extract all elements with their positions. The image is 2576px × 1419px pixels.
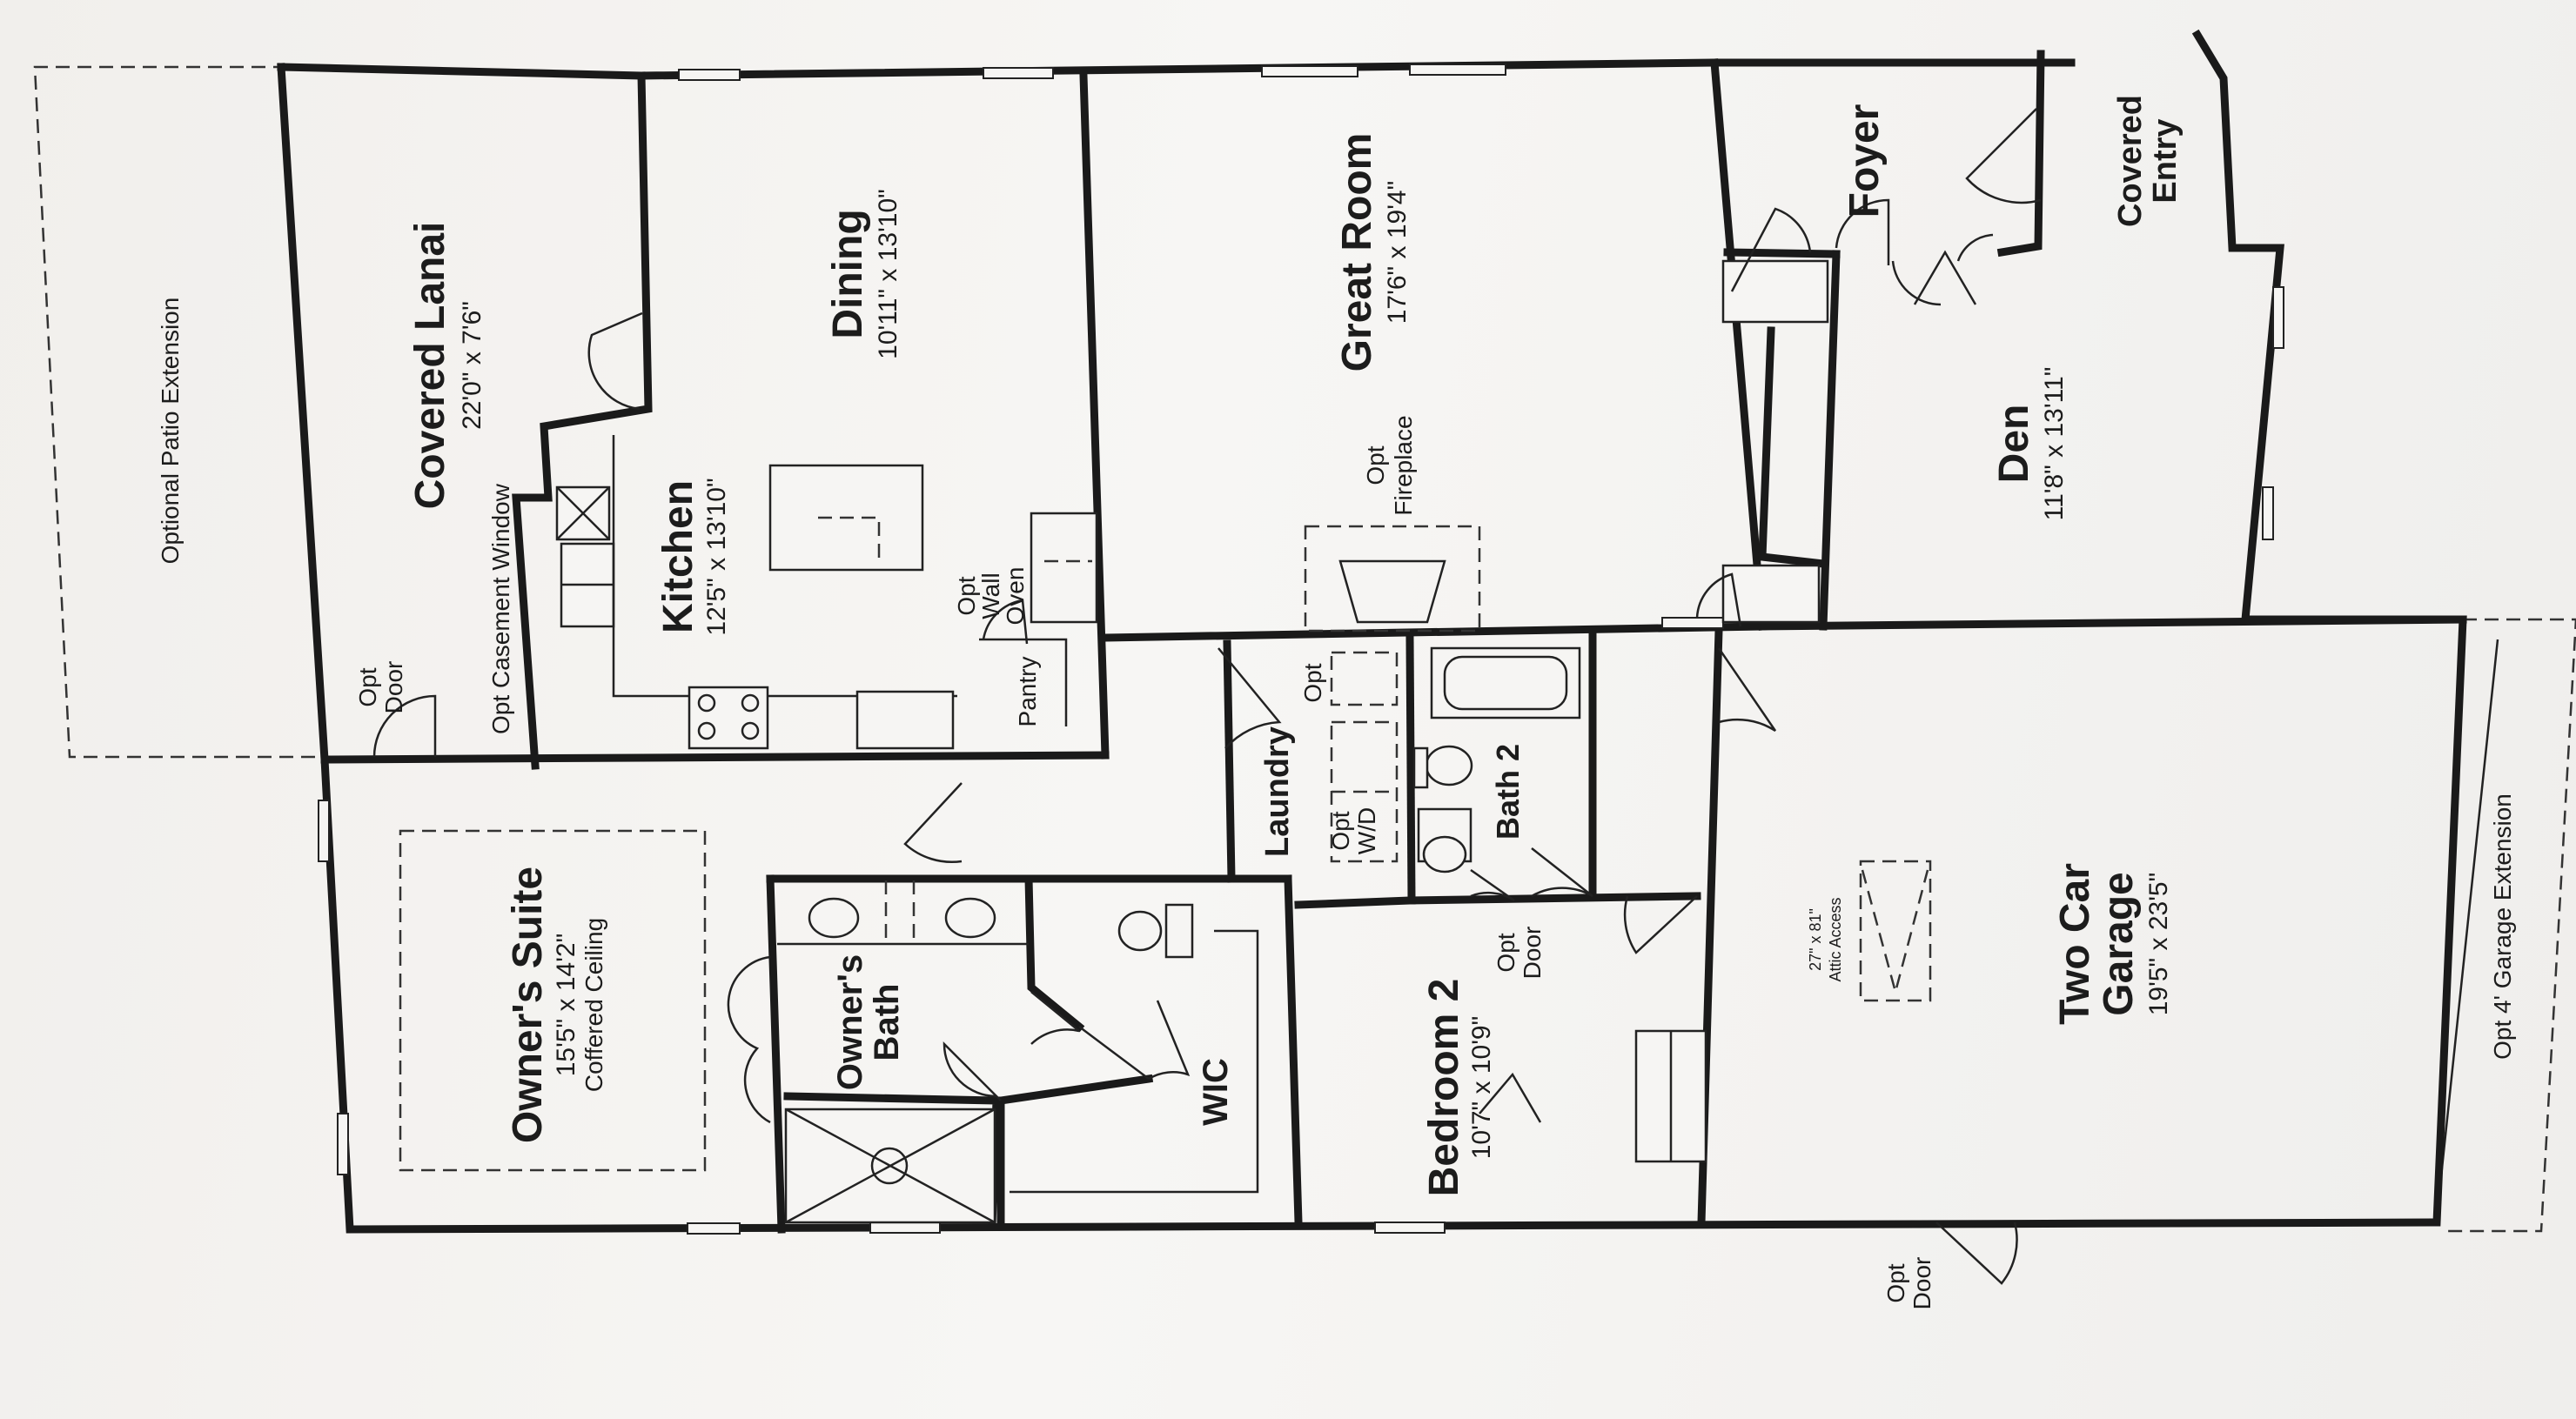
fireplace-outline (1304, 525, 1481, 633)
owners-toilet (1117, 910, 1163, 952)
laundry-opt-label: Opt (1299, 663, 1326, 702)
laundry-sink-outline (1330, 651, 1399, 706)
coffered-ceiling-outline (399, 829, 707, 1172)
fireplace-label-1: Opt (1362, 445, 1389, 485)
attic-access-label-2: Attic Access (1827, 897, 1844, 981)
optional-patio-label: Optional Patio Extension (157, 298, 184, 565)
garage-label-1: Two Car (2052, 863, 2098, 1025)
wic-label: WIC (1197, 1058, 1235, 1126)
attic-access-outline (1859, 860, 1932, 1002)
kitchen-label: Kitchen (655, 480, 701, 633)
washer-dryer-label-2: W/D (1353, 807, 1380, 854)
garage-dim: 19'5" x 23'5" (2144, 873, 2173, 1016)
owners-suite-dim: 15'5" x 14'2" (552, 934, 580, 1077)
washer-dryer-label-1: Opt (1327, 811, 1354, 850)
coffered-ceiling-label: Coffered Ceiling (580, 918, 607, 1092)
dining-dim: 10'11" x 13'10" (874, 189, 902, 359)
owners-bath-sink-1 (808, 897, 860, 939)
den-label: Den (1991, 405, 2037, 484)
interior-walls (320, 50, 2467, 1234)
foyer-closet (1721, 259, 1829, 324)
great-room-label: Great Room (1334, 133, 1380, 372)
covered-lanai-dim: 22'0" x 7'6" (458, 301, 486, 430)
wall-oven (1030, 512, 1098, 624)
windows (318, 64, 2284, 1235)
covered-entry-label-1: Covered (2112, 95, 2149, 227)
wall-oven-label-3: Oven (1002, 567, 1029, 626)
owners-suite-label: Owner's Suite (505, 867, 551, 1143)
optional-patio-extension-outline (33, 65, 331, 759)
garage-door-label-1: Opt (1882, 1263, 1909, 1302)
room-labels: Optional Patio Extension Covered Lanai 2… (157, 95, 2516, 1309)
bath2-sink (1422, 835, 1467, 873)
great-room-dim: 17'6" x 19'4" (1383, 181, 1412, 325)
garage-extension-label: Opt 4' Garage Extension (2489, 793, 2516, 1060)
lanai-door-label-1: Opt (354, 667, 381, 706)
wall-oven-label-1: Opt (953, 576, 980, 615)
bedroom2-door-label-1: Opt (1493, 933, 1519, 972)
den-dim: 11'8" x 13'11" (2040, 367, 2069, 521)
laundry-label: Laundry (1259, 726, 1296, 857)
owners-bath-label-2: Bath (868, 984, 906, 1061)
casement-window-label: Opt Casement Window (487, 483, 514, 734)
pantry-label: Pantry (1014, 657, 1041, 727)
lanai-door-label-2: Door (380, 661, 407, 714)
bedroom2-dim: 10'7" x 10'9" (1467, 1016, 1496, 1160)
covered-entry-label-2: Entry (2147, 118, 2184, 203)
fixtures (399, 259, 1932, 1224)
bedroom2-label: Bedroom 2 (1421, 979, 1467, 1197)
bedroom2-door-label-2: Door (1519, 927, 1546, 980)
garage-door-label-2: Door (1909, 1257, 1935, 1310)
dining-label: Dining (825, 209, 871, 338)
fireplace-label-2: Fireplace (1390, 415, 1417, 515)
wall-oven-label-2: Wall (977, 572, 1004, 619)
attic-access-label-1: 27" x 81" (1807, 908, 1824, 971)
kitchen-dim: 12'5" x 13'10" (702, 478, 731, 635)
foyer-label: Foyer (1841, 104, 1888, 218)
bath2-toilet (1425, 745, 1473, 786)
bath2-label: Bath 2 (1490, 744, 1526, 840)
garage-extension-outline (2435, 618, 2576, 1233)
owners-bath-sink-2 (944, 897, 996, 939)
covered-lanai-label: Covered Lanai (407, 222, 453, 510)
owners-bath-label-1: Owner's (831, 954, 869, 1090)
garage-label-2: Garage (2096, 872, 2142, 1015)
doors (372, 108, 2042, 1285)
